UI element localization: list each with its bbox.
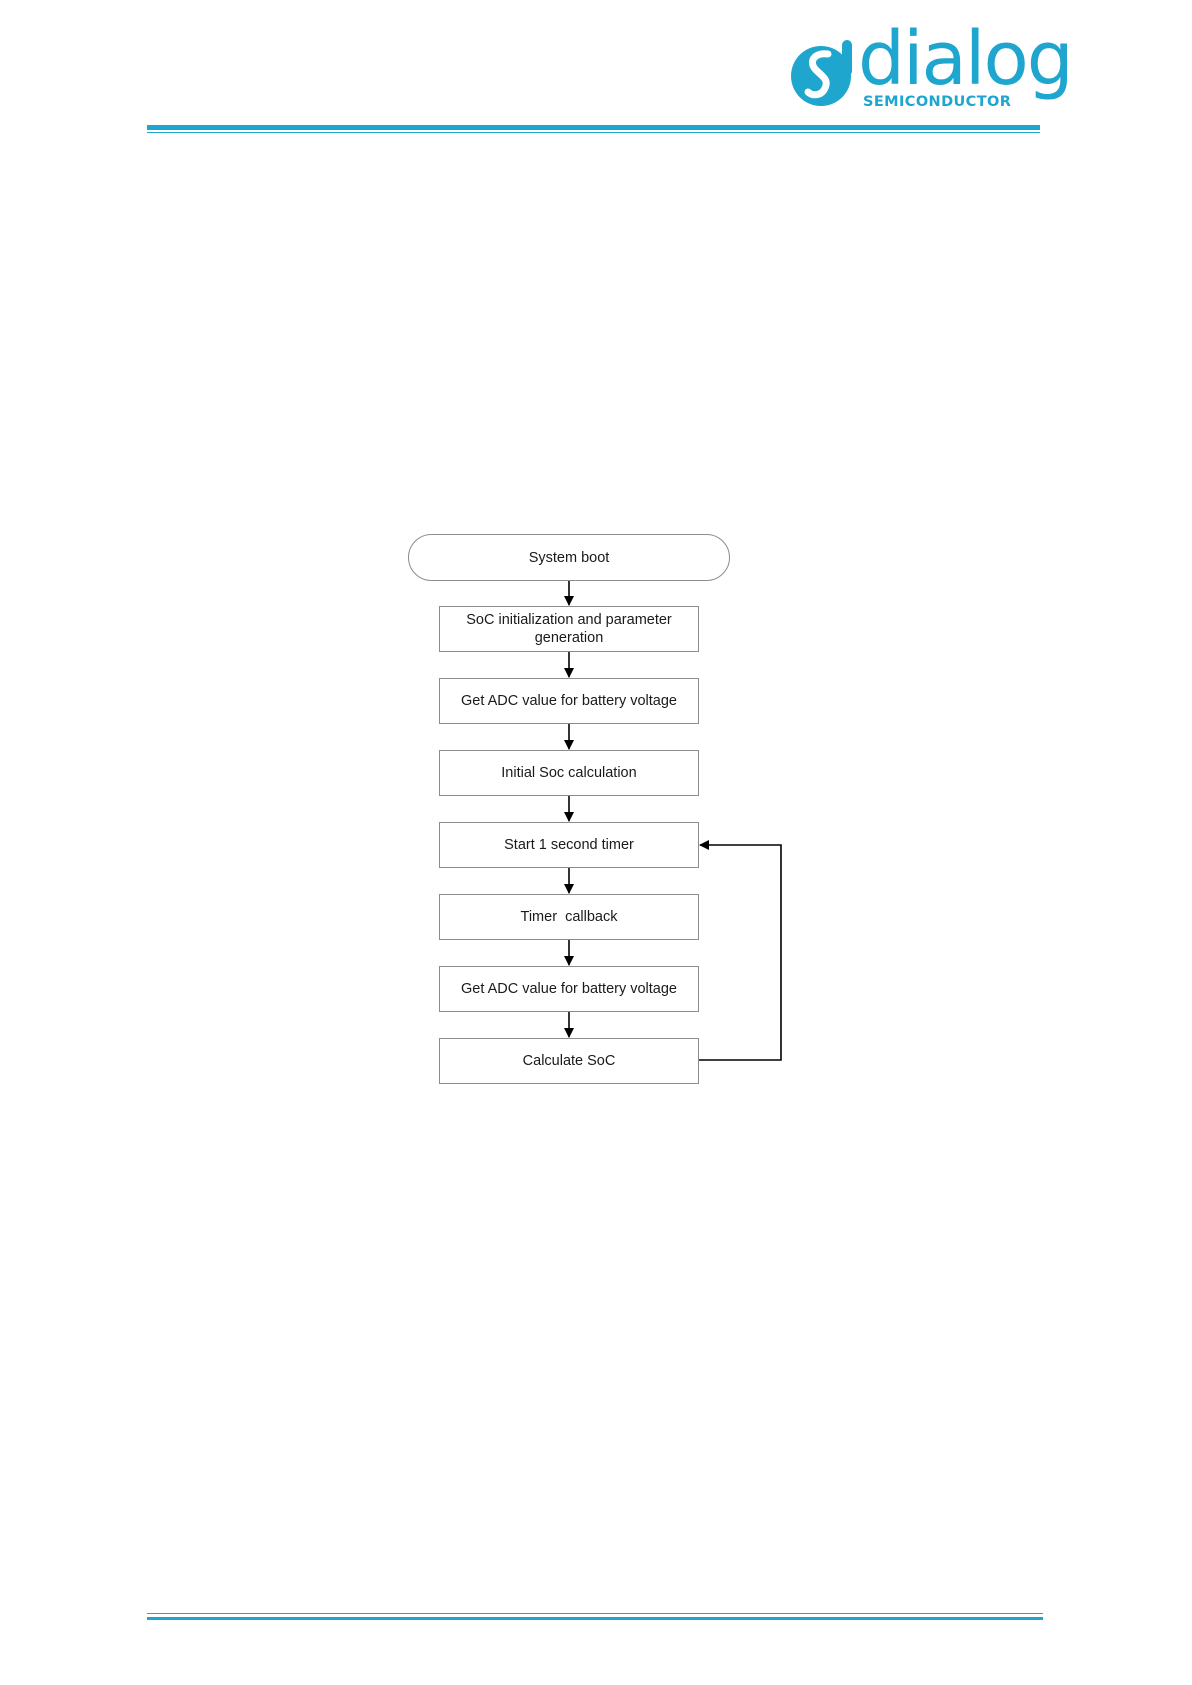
footer-rule-thin	[147, 1613, 1043, 1614]
node-calculate-soc: Calculate SoC	[439, 1038, 699, 1084]
node-label: SoC initialization and parameter generat…	[450, 611, 688, 647]
node-start-timer: Start 1 second timer	[439, 822, 699, 868]
node-get-adc-value-1: Get ADC value for battery voltage	[439, 678, 699, 724]
node-timer-callback: Timer callback	[439, 894, 699, 940]
node-label: Calculate SoC	[523, 1052, 616, 1070]
node-initial-soc-calculation: Initial Soc calculation	[439, 750, 699, 796]
node-soc-initialization: SoC initialization and parameter generat…	[439, 606, 699, 652]
node-label: Get ADC value for battery voltage	[461, 980, 677, 998]
node-label: Start 1 second timer	[504, 836, 634, 854]
node-get-adc-value-2: Get ADC value for battery voltage	[439, 966, 699, 1012]
node-label: Timer callback	[521, 908, 618, 926]
footer-rule	[147, 1617, 1043, 1620]
node-label: System boot	[529, 549, 610, 567]
node-label: Initial Soc calculation	[501, 764, 636, 782]
node-label: Get ADC value for battery voltage	[461, 692, 677, 710]
arrow-loop-calc-to-timer	[699, 845, 781, 1060]
node-system-boot: System boot	[408, 534, 730, 581]
